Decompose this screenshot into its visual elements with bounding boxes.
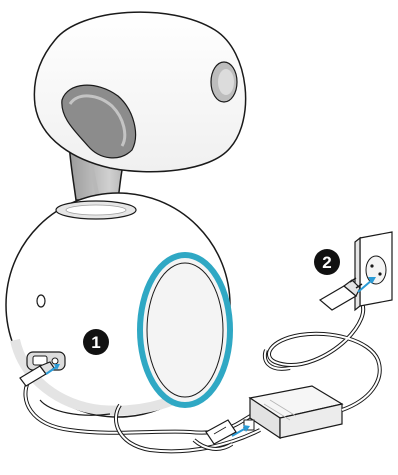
robot-head (34, 12, 245, 172)
step-2-number: 2 (322, 253, 331, 272)
step-2-badge: 2 (314, 249, 340, 275)
step-1-number: 1 (91, 333, 100, 352)
robot-body (6, 193, 230, 417)
body-sensor (37, 295, 45, 307)
step-1-badge: 1 (83, 329, 109, 355)
wall-outlet (355, 232, 392, 310)
power-adapter (232, 386, 342, 438)
body-ring-led (140, 255, 230, 405)
